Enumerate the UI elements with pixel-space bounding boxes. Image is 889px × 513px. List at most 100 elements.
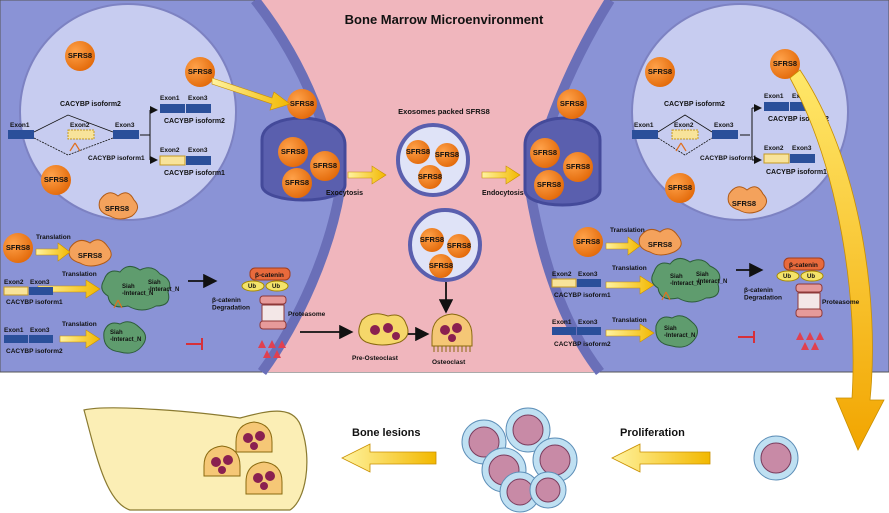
svg-text:SFRS8: SFRS8	[773, 59, 797, 68]
proliferation-label: Proliferation	[620, 427, 685, 439]
svg-text:Translation: Translation	[610, 227, 645, 234]
sfrs8-orb: SFRS8	[770, 49, 800, 79]
bone-lesions-label: Bone lesions	[352, 427, 420, 439]
svg-text:CACYBP isoform1: CACYBP isoform1	[700, 155, 757, 162]
svg-text:Ub: Ub	[248, 284, 256, 290]
svg-text:Proteasome: Proteasome	[288, 311, 326, 318]
svg-text:SFRS8: SFRS8	[44, 175, 68, 184]
sfrs8-orb: SFRS8	[420, 228, 444, 252]
svg-text:SFRS8: SFRS8	[447, 241, 471, 250]
svg-text:Ub: Ub	[807, 274, 815, 280]
svg-text:β-catenin: β-catenin	[789, 262, 818, 269]
svg-text:Proteasome: Proteasome	[822, 299, 860, 306]
sfrs8-orb: SFRS8	[530, 138, 560, 168]
svg-text:SFRS8: SFRS8	[105, 204, 129, 213]
svg-text:Exon2: Exon2	[160, 147, 180, 154]
svg-text:Exon2: Exon2	[674, 122, 694, 129]
left-translation: Translation Translation Translation Exon…	[3, 234, 218, 355]
osteoclast-formation: Pre-Osteoclast Osteoclast	[300, 282, 473, 366]
sfrs8-orb: SFRS8	[310, 151, 340, 181]
svg-text:SFRS8: SFRS8	[281, 147, 305, 156]
folded-sfrs8: SFRS8 SFRS8 SFRS8 SFRS8	[68, 186, 767, 267]
svg-text:SFRS8: SFRS8	[406, 147, 430, 156]
sfrs8-orb: SFRS8	[278, 137, 308, 167]
svg-text:Translation: Translation	[36, 234, 71, 241]
svg-text:SFRS8: SFRS8	[420, 235, 444, 244]
svg-text:Exon1: Exon1	[10, 122, 30, 129]
svg-text:CACYBP isoform2: CACYBP isoform2	[164, 118, 225, 125]
svg-text:Exon1: Exon1	[160, 95, 180, 102]
yellow-arrows	[35, 69, 885, 451]
svg-text:SFRS8: SFRS8	[68, 51, 92, 60]
svg-text:Exon2: Exon2	[4, 279, 24, 286]
single-myeloma-cell	[753, 435, 799, 481]
svg-text:CACYBP isoform1: CACYBP isoform1	[766, 169, 827, 176]
proliferating-cells	[461, 407, 578, 513]
svg-text:Exon1: Exon1	[634, 122, 654, 129]
svg-text:SFRS8: SFRS8	[560, 99, 584, 108]
svg-text:SFRS8: SFRS8	[648, 240, 672, 249]
big-curved-arrow	[789, 69, 885, 451]
sfrs8-orb: SFRS8	[65, 41, 95, 71]
sfrs8-orb: SFRS8	[557, 89, 587, 119]
svg-text:Siah-Interact_N: Siah-Interact_N	[122, 284, 153, 297]
svg-text:CACYBP isoform1: CACYBP isoform1	[164, 170, 225, 177]
sfrs8-orbs: SFRS8 SFRS8 SFRS8 SFRS8 SFRS8 SFRS8 SFRS…	[3, 41, 800, 278]
svg-text:CACYBP isoform2: CACYBP isoform2	[554, 341, 611, 348]
svg-text:Exon1: Exon1	[764, 93, 784, 100]
svg-text:Ub: Ub	[783, 274, 791, 280]
svg-text:SFRS8: SFRS8	[285, 178, 309, 187]
sfrs8-orb: SFRS8	[41, 165, 71, 195]
svg-text:SFRS8: SFRS8	[6, 243, 30, 252]
svg-text:Translation: Translation	[62, 271, 97, 278]
svg-text:SFRS8: SFRS8	[78, 251, 102, 260]
exosomes-label: Exosomes packed SFRS8	[398, 107, 490, 116]
sfrs8-orb: SFRS8	[418, 165, 442, 189]
bone-shape	[83, 407, 308, 511]
svg-text:SFRS8: SFRS8	[188, 67, 212, 76]
svg-text:SFRS8: SFRS8	[313, 161, 337, 170]
sfrs8-orb: SFRS8	[534, 170, 564, 200]
svg-text:SFRS8: SFRS8	[290, 99, 314, 108]
svg-text:SFRS8: SFRS8	[429, 261, 453, 270]
svg-text:Exon3: Exon3	[30, 279, 50, 286]
right-translation: Translation Translation Translation Exon…	[551, 227, 764, 348]
svg-text:Exon2: Exon2	[70, 122, 90, 129]
endocytosis-label: Endocytosis	[482, 190, 524, 197]
svg-text:Exon3: Exon3	[188, 147, 208, 154]
svg-text:Exon2: Exon2	[552, 271, 572, 278]
svg-text:Exon3: Exon3	[115, 122, 135, 129]
svg-text:Exon2: Exon2	[764, 145, 784, 152]
svg-text:SFRS8: SFRS8	[576, 237, 600, 246]
proliferation-arrow	[611, 443, 711, 473]
svg-text:Exon3: Exon3	[578, 271, 598, 278]
sfrs8-orb: SFRS8	[429, 254, 453, 278]
svg-text:SFRS8: SFRS8	[648, 67, 672, 76]
sfrs8-orb: SFRS8	[645, 57, 675, 87]
sfrs8-orb: SFRS8	[287, 89, 317, 119]
svg-text:Exon3: Exon3	[30, 327, 50, 334]
svg-text:Siah-Interact_N: Siah-Interact_N	[110, 330, 141, 343]
sfrs8-orb: SFRS8	[447, 234, 471, 258]
svg-text:CACYBP isoform2: CACYBP isoform2	[664, 101, 725, 108]
sfrs8-orb: SFRS8	[563, 152, 593, 182]
svg-text:SFRS8: SFRS8	[435, 150, 459, 159]
bone-osteoclasts	[203, 421, 283, 495]
svg-text:Exon1: Exon1	[4, 327, 24, 334]
svg-text:Exon3: Exon3	[714, 122, 734, 129]
svg-text:CACYBP isoform1: CACYBP isoform1	[88, 155, 145, 162]
svg-text:Exon1: Exon1	[552, 319, 572, 326]
exosome-2	[408, 208, 482, 282]
svg-text:Translation: Translation	[62, 321, 97, 328]
svg-text:SFRS8: SFRS8	[537, 180, 561, 189]
left-splicing: CACYBP isoform2 Exon1 Exon2 Exon3 CACYBP…	[8, 95, 225, 177]
exocytosis-label: Exocytosis	[326, 190, 363, 197]
sfrs8-orb: SFRS8	[435, 143, 459, 167]
svg-text:SFRS8: SFRS8	[533, 148, 557, 157]
svg-text:Translation: Translation	[612, 317, 647, 324]
sfrs8-orb: SFRS8	[282, 168, 312, 198]
